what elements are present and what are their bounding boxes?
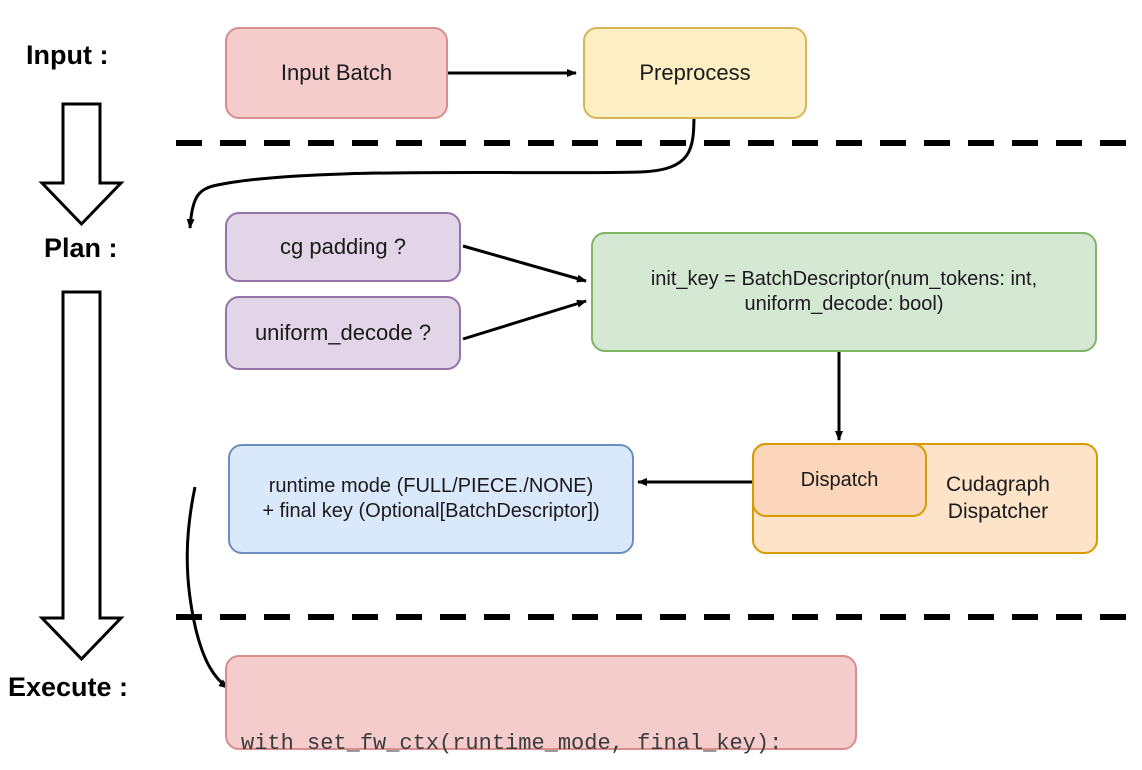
arrow-runtime-mode-to-execute [185, 486, 229, 690]
arrow-preprocess-to-plan [186, 112, 696, 229]
node-runtime-mode[interactable]: runtime mode (FULL/PIECE./NONE) + final … [228, 444, 634, 554]
stage-label-input: Input : [26, 40, 109, 70]
node-cudagraph-dispatcher-line1: Cudagraph [946, 473, 1050, 497]
node-cudagraph-dispatcher-line2: Dispatcher [947, 499, 1049, 523]
node-runtime-mode-line1: runtime mode (FULL/PIECE./NONE) [268, 475, 594, 497]
stage-label-plan: Plan : [44, 233, 118, 263]
node-input-batch[interactable]: Input Batch [225, 27, 448, 119]
node-dispatch[interactable]: Dispatch [752, 443, 927, 517]
arrow-cg-padding-to-init-key [462, 244, 587, 283]
node-input-batch-label: Input Batch [280, 60, 393, 86]
node-uniform-decode-label: uniform_decode ? [254, 320, 432, 346]
arrow-uniform-decode-to-init-key [462, 299, 587, 341]
node-cg-padding[interactable]: cg padding ? [225, 212, 461, 282]
node-init-key-line2: uniform_decode: bool) [744, 293, 944, 315]
node-init-key-line1: init_key = BatchDescriptor(num_tokens: i… [650, 268, 1038, 290]
node-preprocess-label: Preprocess [639, 60, 751, 86]
node-execute-code-line1: with set_fw_ctx(runtime_mode, final_key)… [241, 731, 783, 756]
node-cg-padding-label: cg padding ? [280, 234, 406, 260]
node-dispatch-label: Dispatch [800, 468, 879, 491]
node-preprocess[interactable]: Preprocess [583, 27, 807, 119]
block-arrow-input-to-plan [38, 102, 125, 227]
node-uniform-decode[interactable]: uniform_decode ? [225, 296, 461, 370]
node-runtime-mode-line2: + final key (Optional[BatchDescriptor]) [262, 500, 600, 522]
stage-label-execute: Execute : [8, 672, 129, 702]
node-execute-code[interactable]: with set_fw_ctx(runtime_mode, final_key)… [225, 655, 857, 756]
node-init-key[interactable]: init_key = BatchDescriptor(num_tokens: i… [591, 232, 1097, 352]
block-arrow-plan-to-execute [38, 290, 125, 662]
